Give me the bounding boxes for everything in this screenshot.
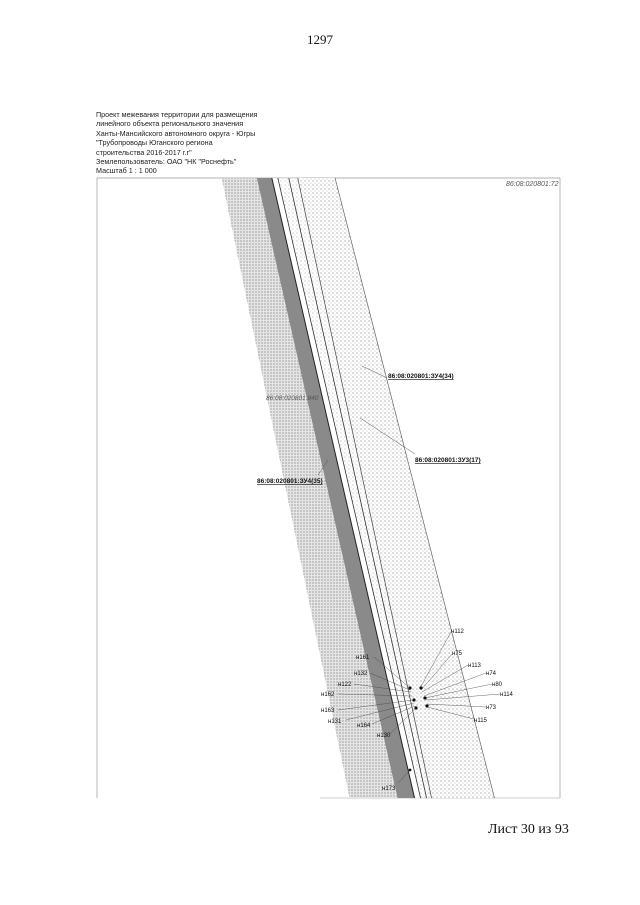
point-label: н115 <box>474 718 488 724</box>
parcel-label-zu4-35: 86:08:020801:ЗУ4(35) <box>257 478 323 485</box>
point-label: н164 <box>357 723 371 729</box>
page-number: 1297 <box>307 32 333 47</box>
pipeline-line-1 <box>271 178 416 798</box>
point-label: н113 <box>468 663 482 669</box>
header-line: Проект межевания территории для размещен… <box>96 110 258 119</box>
point-label: н173 <box>382 786 396 792</box>
point-label: н161 <box>356 655 370 661</box>
parcel-label-zu4-34: 86:08:020801:ЗУ4(34) <box>388 373 454 380</box>
point-label: н80 <box>492 682 503 688</box>
point-label: н73 <box>486 705 497 711</box>
corridor-band <box>277 178 430 798</box>
parcel-label-840: 86:08:020801:840 <box>266 395 319 402</box>
point-label: н131 <box>328 719 342 725</box>
leader-zu4-34 <box>361 365 388 379</box>
point-label: н162 <box>321 692 335 698</box>
header-line: Землепользователь: ОАО "НК "Роснефть" <box>96 157 237 167</box>
point-label: н114 <box>500 692 514 698</box>
point-label: н74 <box>486 671 497 677</box>
header-line: линейного объекта регионального значения <box>96 119 244 129</box>
pipeline-line-2 <box>277 178 421 798</box>
point-label: н112 <box>451 629 465 635</box>
point-label: н75 <box>452 651 463 657</box>
leader-zu3-17 <box>359 417 416 455</box>
left-parcel-zone <box>221 178 398 798</box>
dark-strip <box>256 178 415 798</box>
gap-strip <box>271 178 421 798</box>
header-line: строительства 2016-2017 г.г" <box>96 147 192 157</box>
pipeline-line-3 <box>288 178 427 798</box>
parcel-label-zu3-17: 86:08:020801:ЗУ3(17) <box>415 457 481 464</box>
right-parcel-zone <box>297 178 495 798</box>
point-label: н132 <box>354 671 368 677</box>
point-label: н163 <box>321 708 335 714</box>
sheet-counter: Лист 30 из 93 <box>488 822 569 837</box>
survey-points <box>337 631 501 784</box>
corner-parcel-label: 86:08:020801:72 <box>506 181 559 188</box>
boundary-right <box>334 178 495 798</box>
leader-zu4-35 <box>317 459 329 476</box>
point-label: н122 <box>338 682 352 688</box>
header-line: Масштаб 1 : 1 000 <box>96 166 157 176</box>
map-header: Проект межевания территории для размещен… <box>96 110 316 176</box>
point-label: н130 <box>377 733 391 739</box>
pipeline-line-4 <box>297 178 432 798</box>
header-line: "Трубопроводы Юганского региона <box>96 138 213 148</box>
header-line: Ханты-Мансийского автономного округа - Ю… <box>96 128 256 138</box>
